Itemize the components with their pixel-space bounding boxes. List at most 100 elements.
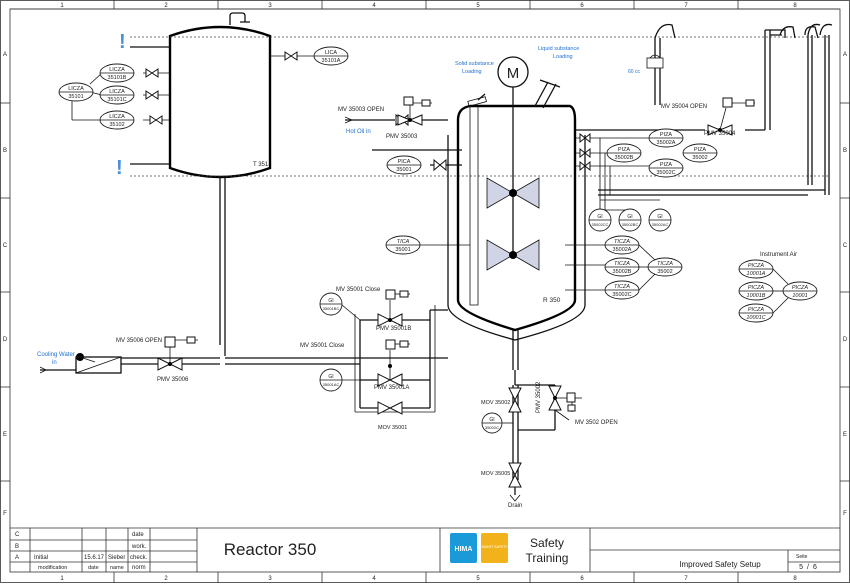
col-label: 5 [476,3,480,9]
row-labels-left: A B C D E F [3,52,8,517]
row-label: D [3,337,8,343]
smart-safety-logo-text: SMART SAFETY [481,545,508,549]
mov35002-label: MOV 35002 [481,400,510,406]
reactor-r350: R 350 M Solid substance Loading Liquid s… [447,46,586,370]
svg-text:GI: GI [597,214,602,220]
row-label: E [3,432,7,438]
svg-text:35002B: 35002B [613,269,632,275]
svg-text:35102: 35102 [109,122,124,128]
col-label: 4 [372,576,376,582]
cooling-water-label-2: in [52,360,57,366]
svg-text:35101B: 35101B [108,75,127,81]
mv35004-label: MV 35004 OPEN [661,104,707,110]
sixty-cc-label: 60 cc [628,69,640,75]
svg-text:35101A: 35101A [322,58,341,64]
col-name: name [110,565,124,571]
svg-text:GI: GI [627,214,632,220]
svg-text:35002: 35002 [692,155,707,161]
mv35006-label: MV 35006 OPEN [116,338,162,344]
svg-text:PIZA: PIZA [618,147,631,153]
svg-text:35001: 35001 [396,167,411,173]
svg-text:35101: 35101 [68,94,83,100]
svg-text:LICZA: LICZA [68,86,84,92]
svg-text:TICZA: TICZA [614,284,630,290]
row-label: C [3,243,8,249]
hot-oil-label: Hot Oil in [346,129,371,135]
col-label: 8 [793,3,797,9]
col-label: 6 [580,576,584,582]
training-title-line1: Safety [530,536,564,550]
picza-10001-bubble: PICZA 10001 [782,281,818,301]
rev-letter: B [15,544,19,550]
svg-text:PICZA: PICZA [792,285,809,291]
col-label: 6 [580,3,584,9]
piza-35002b-bubble: PIZA 35002B [606,143,642,163]
low-level-alert-icon: ! [116,157,123,179]
col-label: 4 [372,3,376,9]
row-label: E [843,432,847,438]
solid-substance-label-2: Loading [462,69,482,75]
svg-text:PIZA: PIZA [660,162,673,168]
mov35005-label: MOV 35005 [481,471,510,477]
svg-text:TICZA: TICZA [614,261,630,267]
svg-text:10001: 10001 [792,293,807,299]
tank-t351: T 351 ! ! [116,12,830,356]
ticza-35002b-bubble: TICZA 35002B [604,257,640,277]
col-label: 1 [60,3,64,9]
row-ticks [0,102,850,482]
label-work: work. [131,544,147,550]
col-label: 7 [684,576,688,582]
hima-logo: HIMA SMART SAFETY [450,533,509,563]
svg-text:LICZA: LICZA [109,67,125,73]
svg-text:35002AC: 35002AC [652,222,669,227]
col-label: 8 [793,576,797,582]
high-level-alert-icon: ! [119,31,126,53]
page-number: 5 [799,564,803,571]
reactor-r350-label: R 350 [543,297,561,304]
col-label: 1 [60,576,64,582]
row-label: F [843,511,847,517]
row-label: F [3,511,7,517]
row-label: B [843,148,847,154]
rev-letter: A [15,555,19,561]
mv35003-label: MV 35003 OPEN [338,107,384,113]
drain-section: MOV 35002 PMV 35002 MV 3502 OPEN MOV 350… [481,370,618,509]
svg-text:PICZA: PICZA [748,307,765,313]
pmv35004-label: PMV 35004 [704,131,736,137]
rev-a-description: Initial [34,555,48,561]
drawing-title: Reactor 350 [224,540,317,559]
svg-text:35101C: 35101C [107,97,126,103]
pmv35003-label: PMV 35003 [386,134,418,140]
column-labels-bottom: 1 2 3 4 5 6 7 8 [60,576,797,582]
page-count: 6 [813,564,817,571]
rev-a-name: Sieber [108,555,125,561]
svg-text:35002C: 35002C [612,292,631,298]
svg-text:35002B: 35002B [615,155,634,161]
svg-text:35002BC: 35002BC [622,222,639,227]
rev-a-date: 15.6.17 [84,555,105,561]
mv35001-close-b-label: MV 35001 Close [336,287,381,293]
col-label: 2 [164,3,168,9]
motor-label: M [507,65,520,82]
row-label: A [843,52,847,58]
col-label: 3 [268,576,272,582]
col-label: 5 [476,576,480,582]
svg-text:TICA: TICA [397,239,410,245]
seite-label: Seite [796,554,808,560]
cooling-water-line: Cooling Water in MV 35006 OPEN PMV 35006 [37,336,448,383]
svg-text:35002A: 35002A [613,247,632,253]
svg-text:35002A: 35002A [657,140,676,146]
